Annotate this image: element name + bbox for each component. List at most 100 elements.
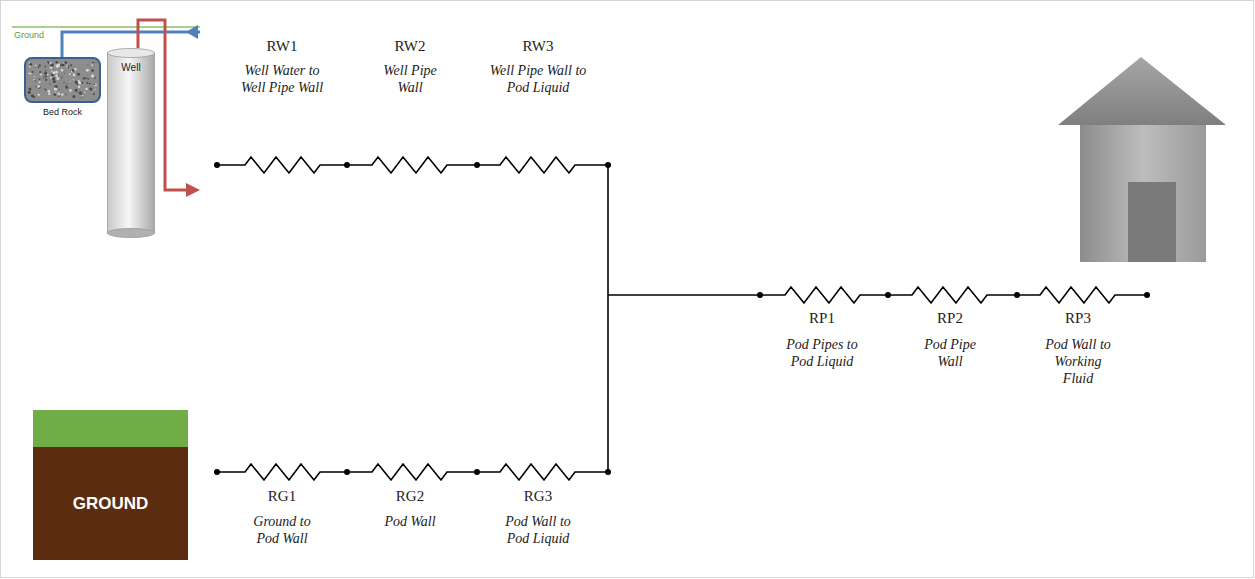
rock-grain <box>66 83 67 84</box>
rock-grain <box>54 85 57 88</box>
junction-dot <box>605 469 611 475</box>
house-icon <box>1058 57 1226 262</box>
junction-dot <box>344 469 350 475</box>
resistor-description: Ground to Pod Wall <box>245 513 319 547</box>
junction-dot <box>1014 292 1020 298</box>
rock-grain <box>58 75 59 76</box>
rock-grain <box>87 78 89 80</box>
rock-grain <box>75 89 76 90</box>
ground-line <box>12 26 200 28</box>
rock-grain <box>28 91 31 94</box>
resistor-name: RW3 <box>503 38 573 55</box>
rock-grain <box>35 64 37 66</box>
rock-grain <box>85 88 87 90</box>
rock-grain <box>51 63 54 66</box>
rock-grain <box>35 86 36 87</box>
cold-pipe <box>62 32 200 57</box>
grass-band <box>33 410 188 447</box>
rock-grain <box>45 66 47 68</box>
rock-grain <box>75 89 78 92</box>
rock-grain <box>89 88 92 91</box>
rock-grain <box>86 69 89 72</box>
rock-grain <box>49 62 51 64</box>
rock-grain <box>94 77 96 79</box>
rock-grain <box>38 86 41 89</box>
rock-shape <box>24 57 101 103</box>
rock-grain <box>95 62 96 63</box>
rock-grain <box>45 70 46 71</box>
rock-grain <box>38 66 40 68</box>
junction-dot <box>344 162 350 168</box>
rock-grain <box>32 71 34 73</box>
rock-grain <box>54 93 57 96</box>
resistor-description: Well Water to Well Pipe Wall <box>232 62 332 96</box>
rock-grain <box>56 61 59 64</box>
rock-grain <box>73 79 74 80</box>
rock-grain <box>30 63 33 66</box>
resistor-description: Pod Pipes to Pod Liquid <box>778 336 866 370</box>
rock-grain <box>44 72 47 75</box>
resistor-row <box>217 464 608 480</box>
rock-grain <box>77 73 80 76</box>
junction-dot <box>214 469 220 475</box>
rock-grain <box>33 96 35 98</box>
resistor-description: Pod Wall <box>365 513 455 530</box>
rock-grain <box>63 82 64 83</box>
rock-grain <box>66 66 68 68</box>
rock-grain <box>44 76 45 77</box>
rock-grain <box>69 73 71 75</box>
rock-grain <box>62 64 64 66</box>
junction-dots <box>214 162 1150 475</box>
rock-grain <box>84 92 85 93</box>
rock-grain <box>69 89 72 92</box>
resistor-name: RP3 <box>1043 310 1113 327</box>
node-label: GROUND <box>73 494 149 514</box>
rock-grain <box>47 61 49 63</box>
rock-grain <box>45 75 47 77</box>
resistor-name: RW1 <box>247 38 317 55</box>
rock-grain <box>94 84 96 86</box>
rock-grain <box>39 79 41 81</box>
rock-grain <box>39 71 41 73</box>
rock-grain <box>28 73 30 75</box>
rock-grain <box>54 88 57 91</box>
rock-grain <box>50 65 52 67</box>
cylinder-body <box>108 53 155 233</box>
rock-grain <box>66 94 67 95</box>
rock-grain <box>83 78 85 80</box>
bedrock-block: Bed Rock <box>24 57 101 103</box>
rock-grain <box>43 78 44 79</box>
cylinder-shape <box>107 48 155 238</box>
junction-dot <box>605 162 611 168</box>
rock-grain <box>56 77 59 80</box>
junction-dot <box>474 469 480 475</box>
rock-grain <box>50 77 52 79</box>
rock-grain <box>79 82 82 85</box>
rock-grain <box>82 95 84 97</box>
junction-dot <box>885 292 891 298</box>
cylinder-top <box>108 49 155 58</box>
node-label: Well <box>107 48 155 73</box>
resistor-name: RW2 <box>375 38 445 55</box>
rock-grain <box>91 64 93 66</box>
rock-grain <box>44 88 45 89</box>
rock-grain <box>52 77 55 80</box>
rock-grain <box>94 89 95 90</box>
rock-grain <box>72 69 75 72</box>
rock-grain <box>52 71 55 74</box>
rock-grain <box>70 64 72 66</box>
rock-grain <box>61 78 62 79</box>
rock-grain <box>55 92 56 93</box>
rock-grain <box>86 77 87 78</box>
junction-dot <box>1144 292 1150 298</box>
rock-grain <box>91 69 94 72</box>
rock-grain <box>78 86 80 88</box>
rock-grain <box>56 64 57 65</box>
rock-grain <box>75 81 78 84</box>
junction-dot <box>474 162 480 168</box>
rock-fill <box>25 58 100 102</box>
resistor-row <box>608 287 1147 303</box>
junction-dot <box>757 292 763 298</box>
